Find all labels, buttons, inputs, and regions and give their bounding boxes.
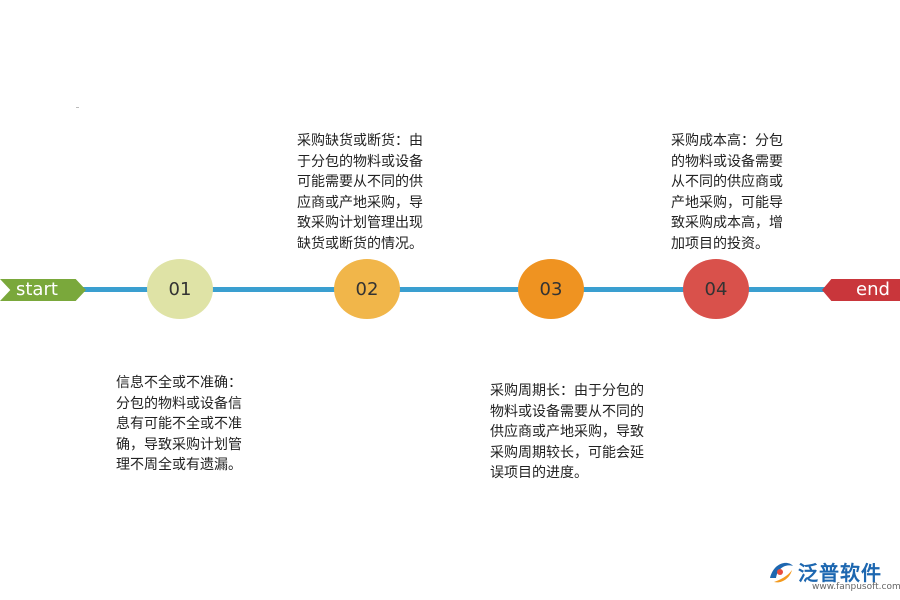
timeline-line <box>80 287 825 292</box>
step-note-04: 采购成本高：分包 的物料或设备需要 从不同的供应商或 产地采购，可能导 致采购成… <box>671 133 783 252</box>
step-node-04: 04 <box>683 259 749 319</box>
step-note-03: 采购周期长：由于分包的 物料或设备需要从不同的 供应商或产地采购，导致 采购周期… <box>490 383 644 481</box>
stray-mark <box>76 107 79 108</box>
step-node-01: 01 <box>147 259 213 319</box>
fanpu-logo-icon <box>770 562 793 583</box>
step-note-02: 采购缺货或断货：由 于分包的物料或设备 可能需要从不同的供 应商或产地采购，导 … <box>297 133 423 252</box>
end-tag: end <box>822 279 900 301</box>
step-note-01: 信息不全或不准确： 分包的物料或设备信 息有可能不全或不准 确，导致采购计划管 … <box>116 375 242 473</box>
watermark-url: www.fanpusoft.com <box>812 582 900 592</box>
step-node-03: 03 <box>518 259 584 319</box>
watermark-logo: 泛普软件 www.fanpusoft.com <box>766 556 900 596</box>
start-tag: start <box>0 279 86 301</box>
step-node-02: 02 <box>334 259 400 319</box>
watermark-name: 泛普软件 <box>798 561 882 585</box>
